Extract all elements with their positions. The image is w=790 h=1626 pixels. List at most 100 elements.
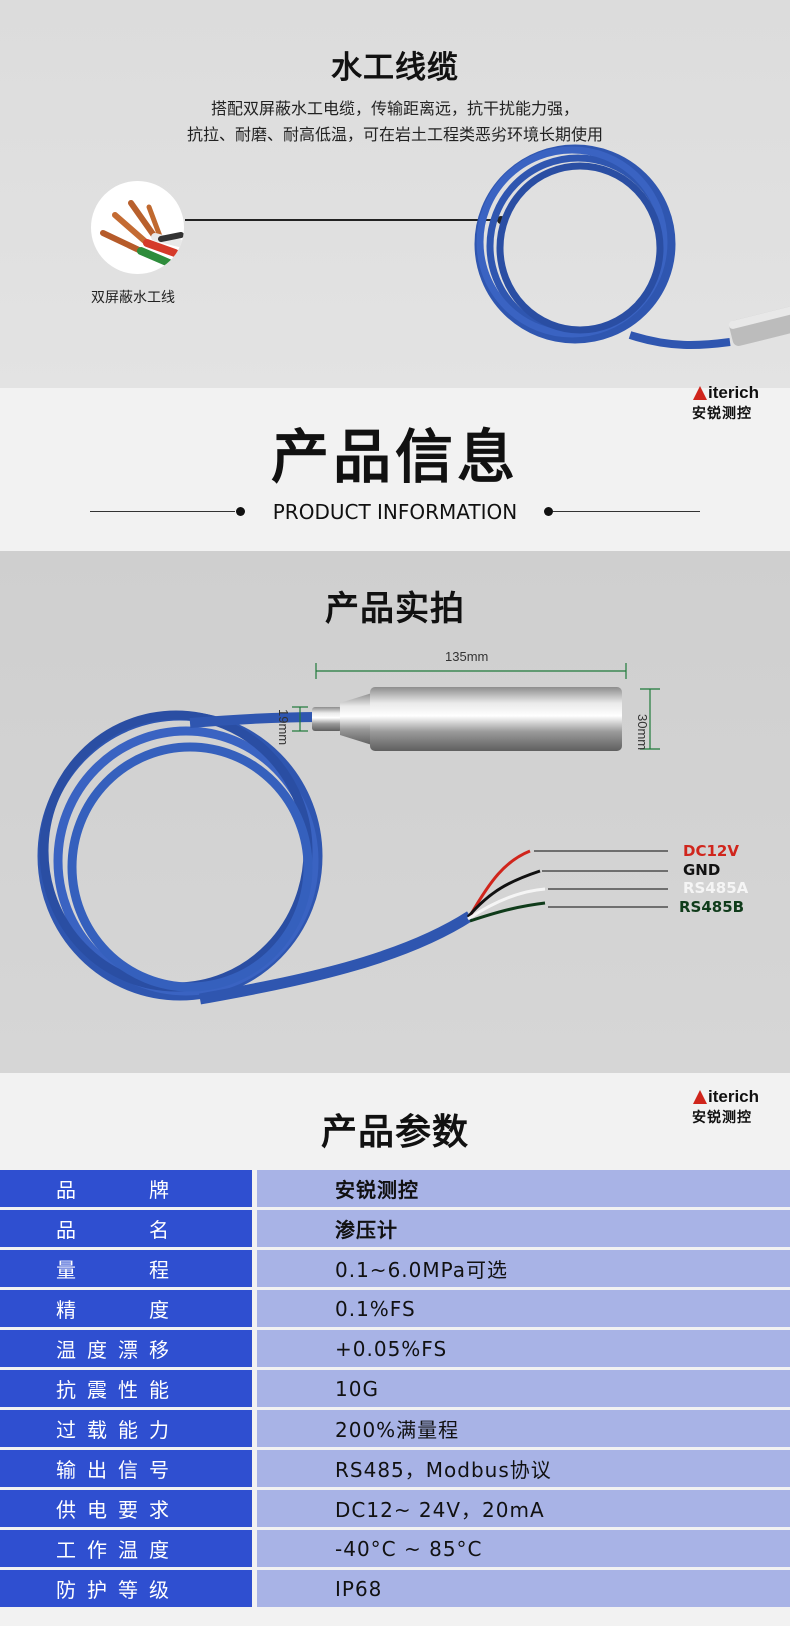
param-key: 供电要求 bbox=[0, 1490, 252, 1527]
param-key: 品名 bbox=[0, 1210, 252, 1247]
param-key-char: 信 bbox=[118, 1458, 138, 1482]
logo-mark-icon bbox=[693, 1090, 707, 1104]
table-row: 品牌安锐测控 bbox=[0, 1170, 790, 1207]
param-value: IP68 bbox=[257, 1570, 790, 1607]
brand-logo-2: iterich 安锐测控 bbox=[692, 1087, 782, 1127]
param-key-char: 抗 bbox=[56, 1378, 76, 1402]
param-key-char: 震 bbox=[87, 1378, 107, 1402]
table-row: 抗震性能 10G bbox=[0, 1370, 790, 1407]
param-key: 温度漂移 bbox=[0, 1330, 252, 1367]
param-key-char: 号 bbox=[149, 1458, 169, 1482]
param-value: 200%满量程 bbox=[257, 1410, 790, 1447]
param-key-char: 度 bbox=[149, 1538, 169, 1562]
param-key: 品牌 bbox=[0, 1170, 252, 1207]
param-key-char: 作 bbox=[87, 1538, 107, 1562]
param-key-char: 供 bbox=[56, 1498, 76, 1522]
params-title: 产品参数 bbox=[320, 1112, 469, 1153]
dim-diameter: 30mm bbox=[635, 714, 650, 751]
param-key-char: 精 bbox=[56, 1298, 76, 1322]
param-value: 安锐测控 bbox=[257, 1170, 790, 1207]
brand-logo: iterich 安锐测控 bbox=[692, 383, 782, 423]
wire-thumb-label: 双屏蔽水工线 bbox=[91, 290, 175, 306]
divider-dot-left bbox=[236, 507, 245, 516]
wire-label-rs485b: RS485B bbox=[679, 898, 745, 916]
param-key-char: 温 bbox=[118, 1538, 138, 1562]
param-value: 渗压计 bbox=[257, 1210, 790, 1247]
param-key-char: 能 bbox=[149, 1378, 169, 1402]
param-key: 工作温度 bbox=[0, 1530, 252, 1567]
param-key-char: 牌 bbox=[149, 1178, 169, 1202]
divider-right bbox=[553, 511, 700, 512]
param-key-char: 性 bbox=[118, 1378, 138, 1402]
product-info-subtitle: PRODUCT INFORMATION bbox=[272, 500, 518, 524]
dim-length: 135mm bbox=[445, 649, 489, 664]
wire-label-gnd: GND bbox=[683, 861, 721, 879]
divider-dot-right bbox=[544, 507, 553, 516]
param-key-char: 电 bbox=[87, 1498, 107, 1522]
product-info-title: 产品信息 bbox=[270, 423, 519, 491]
param-key-char: 求 bbox=[149, 1498, 169, 1522]
divider-left bbox=[90, 511, 235, 512]
param-key-char: 级 bbox=[149, 1578, 169, 1602]
param-value: -40°C ~ 85°C bbox=[257, 1530, 790, 1567]
logo-mark-icon bbox=[693, 386, 707, 400]
pointer-dot bbox=[497, 216, 505, 224]
param-key: 防护等级 bbox=[0, 1570, 252, 1607]
param-key-char: 量 bbox=[56, 1258, 76, 1282]
cable-desc-line1: 搭配双屏蔽水工电缆，传输距离远，抗干扰能力强， bbox=[210, 99, 579, 118]
param-key-char: 载 bbox=[87, 1418, 107, 1442]
param-key-char: 能 bbox=[118, 1418, 138, 1442]
table-row: 品名渗压计 bbox=[0, 1210, 790, 1247]
param-key-char: 输 bbox=[56, 1458, 76, 1482]
param-key-char: 品 bbox=[56, 1218, 76, 1242]
param-key: 过载能力 bbox=[0, 1410, 252, 1447]
param-key: 量程 bbox=[0, 1250, 252, 1287]
product-info-banner: iterich 安锐测控 产品信息 PRODUCT INFORMATION bbox=[0, 383, 790, 551]
param-key-char: 等 bbox=[118, 1578, 138, 1602]
param-value: RS485，Modbus协议 bbox=[257, 1450, 790, 1487]
param-key-char: 名 bbox=[149, 1218, 169, 1242]
param-key-char: 移 bbox=[149, 1338, 169, 1362]
param-key-char: 防 bbox=[56, 1578, 76, 1602]
param-key-char: 过 bbox=[56, 1418, 76, 1442]
param-key-char: 程 bbox=[149, 1258, 169, 1282]
param-key-char: 温 bbox=[56, 1338, 76, 1362]
wire-label-dc12v: DC12V bbox=[683, 842, 739, 860]
param-value: DC12~ 24V，20mA bbox=[257, 1490, 790, 1527]
logo-word: iterich bbox=[708, 383, 760, 402]
param-key-char: 漂 bbox=[118, 1338, 138, 1362]
param-key-char: 度 bbox=[87, 1338, 107, 1362]
dim-tip: 19mm bbox=[276, 709, 291, 746]
param-key-char: 护 bbox=[87, 1578, 107, 1602]
param-value: 0.1~6.0MPa可选 bbox=[257, 1250, 790, 1287]
cable-title: 水工线缆 bbox=[331, 50, 459, 86]
param-key-char: 品 bbox=[56, 1178, 76, 1202]
param-key: 精度 bbox=[0, 1290, 252, 1327]
pointer-line bbox=[185, 219, 501, 221]
cable-coil-image bbox=[474, 144, 790, 349]
table-row: 工作温度-40°C ~ 85°C bbox=[0, 1530, 790, 1567]
cable-section: 水工线缆 搭配双屏蔽水工电缆，传输距离远，抗干扰能力强， 抗拉、耐磨、耐高低温，… bbox=[0, 0, 790, 388]
param-key-char: 要 bbox=[118, 1498, 138, 1522]
param-key-char: 工 bbox=[56, 1538, 76, 1562]
param-value: +0.05%FS bbox=[257, 1330, 790, 1367]
table-row: 温度漂移+0.05%FS bbox=[0, 1330, 790, 1367]
param-key: 输出信号 bbox=[0, 1450, 252, 1487]
product-photo-section: 产品实拍 bbox=[0, 551, 790, 1073]
param-value: 0.1%FS bbox=[257, 1290, 790, 1327]
wire-bundle-icon bbox=[91, 181, 184, 274]
logo-sub: 安锐测控 bbox=[692, 1110, 752, 1126]
wire-label-rs485a: RS485A bbox=[683, 879, 749, 897]
param-value: 10G bbox=[257, 1370, 790, 1407]
cable-desc-line2: 抗拉、耐磨、耐高低温，可在岩土工程类恶劣环境长期使用 bbox=[186, 125, 603, 144]
cable-description: 搭配双屏蔽水工电缆，传输距离远，抗干扰能力强， 抗拉、耐磨、耐高低温，可在岩土工… bbox=[0, 96, 790, 148]
logo-word: iterich bbox=[708, 1087, 760, 1106]
photo-title: 产品实拍 bbox=[325, 589, 465, 629]
param-key-char: 力 bbox=[149, 1418, 169, 1442]
param-key-char: 出 bbox=[87, 1458, 107, 1482]
